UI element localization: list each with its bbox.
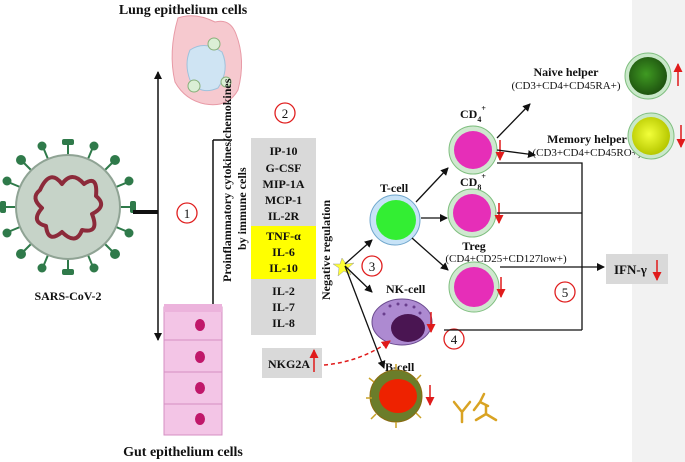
regulation-star bbox=[332, 257, 355, 277]
cytokine-top-0: IP-10 bbox=[270, 144, 298, 158]
arrow-tcell-to-treg bbox=[411, 237, 449, 271]
step-number-1: 1 bbox=[184, 206, 191, 221]
arrow-tcell-to-cd4 bbox=[415, 167, 449, 203]
cytokine-hl-1: IL-6 bbox=[272, 245, 295, 259]
virus-connector bbox=[133, 210, 158, 214]
nkcell-granules bbox=[382, 302, 422, 316]
gut-title: Gut epithelium cells bbox=[123, 445, 243, 460]
step-number-5: 5 bbox=[562, 285, 569, 300]
memory-helper-label: Memory helper bbox=[547, 132, 627, 146]
step-number-4: 4 bbox=[451, 332, 458, 347]
arrow-star-to-nkcell bbox=[344, 265, 373, 293]
cd8-label: CD8+ bbox=[460, 172, 486, 192]
tcell-nucleus bbox=[376, 200, 416, 240]
cytokine-top-2: MIP-1A bbox=[263, 177, 305, 191]
arrow-star-to-tcell bbox=[344, 239, 373, 265]
arrow-cd4-to-memory bbox=[496, 149, 536, 159]
cd4-cell-nucleus bbox=[454, 131, 492, 169]
memory-cell-nucleus bbox=[632, 117, 670, 155]
step-circle-2: 2 bbox=[274, 102, 296, 124]
step-circle-1: 1 bbox=[176, 202, 198, 224]
cd4-label: CD4+ bbox=[460, 104, 486, 124]
cytokine-caption-line2: by immune cells bbox=[235, 167, 249, 250]
step-number-3: 3 bbox=[369, 259, 376, 274]
step-circle-3: 3 bbox=[361, 255, 383, 277]
lung-title: Lung epithelium cells bbox=[119, 3, 248, 18]
cytokine-top-4: IL-2R bbox=[268, 209, 300, 223]
cd8-cell-nucleus bbox=[453, 194, 491, 232]
tcell-label: T-cell bbox=[380, 181, 409, 195]
nkcell-label: NK-cell bbox=[386, 282, 426, 296]
cytokine-highlight bbox=[251, 226, 316, 279]
naive-helper-markers: (CD3+CD4+CD45RA+) bbox=[511, 80, 620, 92]
bcell-nucleus bbox=[379, 379, 417, 413]
cytokine-hl-2: IL-10 bbox=[269, 261, 298, 275]
nkg2a-label: NKG2A bbox=[268, 357, 310, 371]
treg-cell-nucleus bbox=[454, 267, 494, 307]
lung-alveolus-illustration bbox=[171, 15, 242, 106]
arrow-star-to-bcell bbox=[344, 265, 386, 369]
cytokine-hl-0: TNF-α bbox=[266, 229, 301, 243]
gut-epithelium-illustration bbox=[163, 304, 223, 436]
cytokine-caption-line1: Proinflammatory cytokines/chemokines bbox=[220, 78, 234, 282]
cytokine-top-3: MCP-1 bbox=[265, 193, 302, 207]
naive-cell-nucleus bbox=[629, 57, 667, 95]
bcell-receptors bbox=[366, 364, 422, 428]
step-number-2: 2 bbox=[282, 106, 289, 121]
negative-regulation-label: Negative regulation bbox=[319, 200, 333, 300]
cytokine-panel: IP-10 G-CSF MIP-1A MCP-1 IL-2R TNF-α IL-… bbox=[251, 138, 316, 335]
step-circle-5: 5 bbox=[554, 281, 576, 303]
cytokine-top-1: G-CSF bbox=[266, 161, 302, 175]
treg-label: Treg bbox=[462, 239, 486, 253]
memory-helper-markers: (CD3+CD4+CD45RO+) bbox=[532, 147, 641, 159]
cytokine-bottom-0: IL-2 bbox=[272, 284, 295, 298]
antibody-icons bbox=[452, 392, 498, 424]
step-circle-4: 4 bbox=[443, 328, 465, 350]
arrow-cd4-to-naive bbox=[496, 103, 531, 139]
cytokine-bottom-1: IL-7 bbox=[272, 300, 295, 314]
sars-cov-2-virus bbox=[0, 139, 136, 275]
nkcell-nucleus bbox=[391, 314, 425, 342]
nkg2a-to-nkcell-arrow bbox=[323, 340, 391, 366]
virus-label: SARS-CoV-2 bbox=[34, 289, 101, 303]
naive-helper-label: Naive helper bbox=[534, 65, 600, 79]
treg-markers: (CD4+CD25+CD127low+) bbox=[445, 253, 567, 265]
cytokine-bottom-2: IL-8 bbox=[272, 316, 295, 330]
ifn-label: IFN-γ bbox=[614, 262, 647, 277]
ifn-connector-lines bbox=[444, 162, 583, 331]
